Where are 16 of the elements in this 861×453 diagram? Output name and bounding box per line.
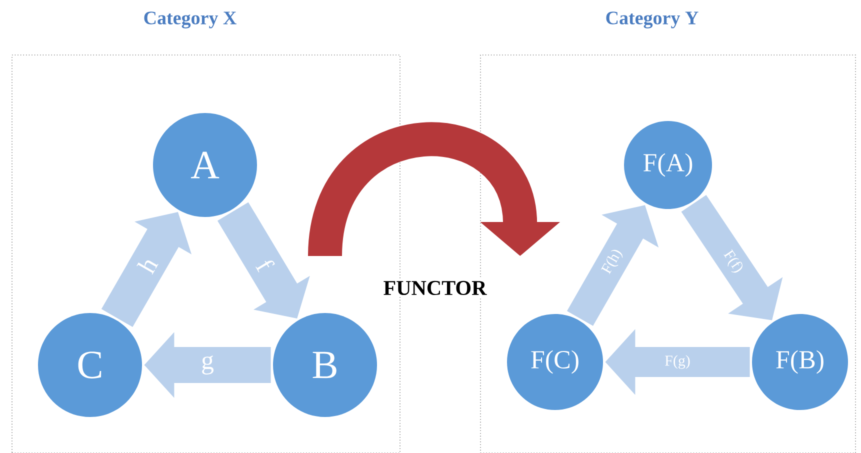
circle-node: F(A) [624,121,712,209]
edge-label: g [202,356,214,374]
circle-node: A [153,113,257,217]
circle-node: B [273,313,377,417]
node-label: Category X [144,12,236,28]
edge-label: F(h) [600,250,623,274]
edge-label: F(g) [665,355,690,369]
edge-label: h [136,260,158,275]
circle-node: F(C) [507,314,603,410]
edge-label: FUNCTOR [384,280,487,296]
edge-label: F(f) [724,249,742,273]
node-label: Category Y [606,12,698,28]
edge-label: f [256,260,275,272]
circle-node: C [38,313,142,417]
circle-node: F(B) [752,314,848,410]
curved-arrow [308,122,560,258]
